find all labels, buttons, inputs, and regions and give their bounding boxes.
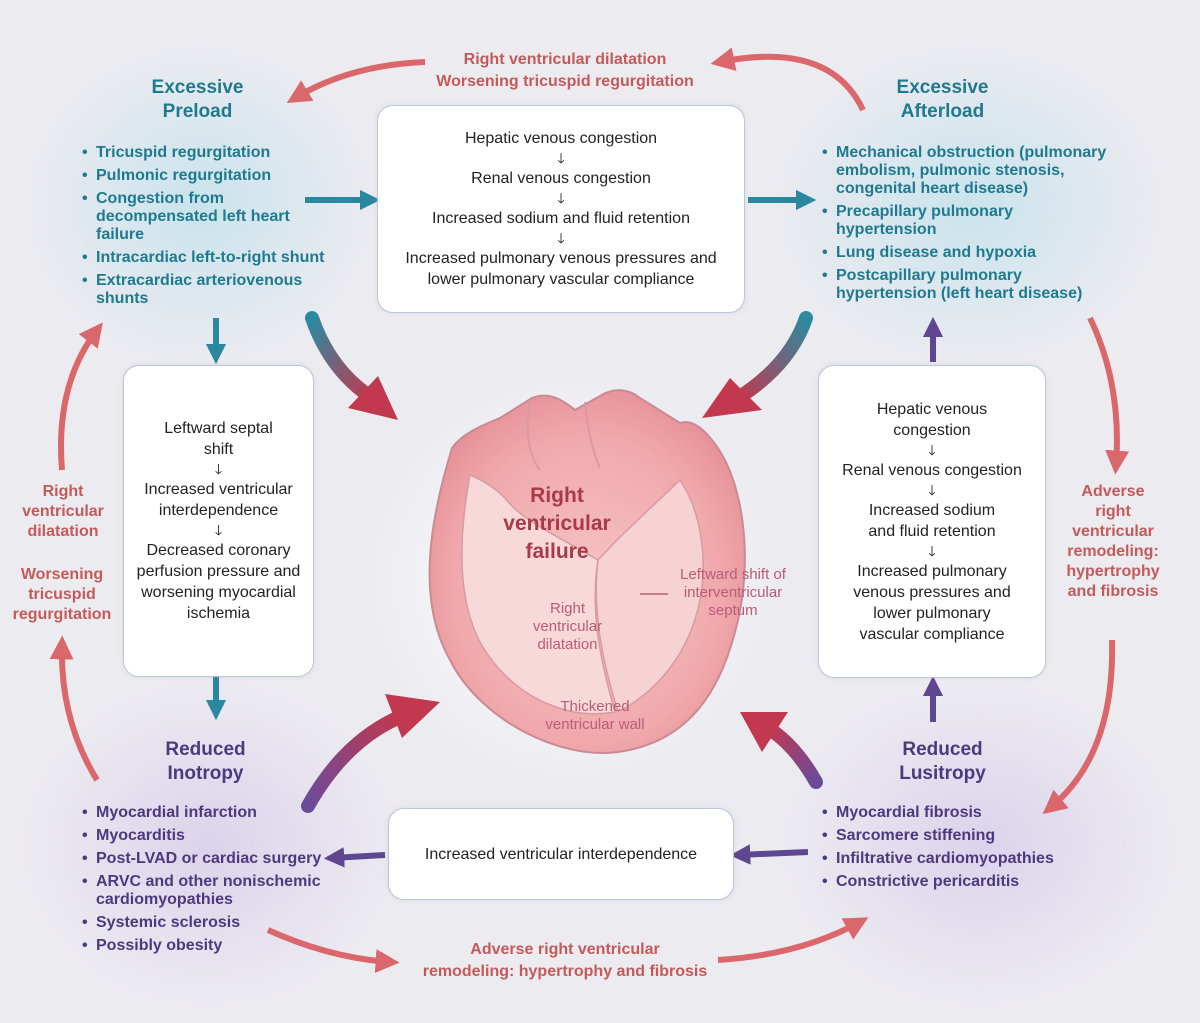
down-arrow-icon: 🡓 [557,190,565,206]
right-step-4: Increased pulmonary venous pressures and… [853,562,1011,643]
heart-wall-label: Thickened ventricular wall [545,698,645,733]
inotropy-list: Myocardial infarction Myocarditis Post-L… [82,804,332,960]
list-item: Mechanical obstruction (pulmonary emboli… [822,144,1107,198]
arrow-top-left-curve [286,59,426,103]
bottom-flow-box: Increased ventricular interdependence [388,808,734,900]
down-arrow-icon: 🡓 [214,522,223,538]
afterload-title: Excessive Afterload [896,77,989,122]
left-step-3: Decreased coronary perfusion pressure an… [136,542,301,622]
list-item: Post-LVAD or cardiac surgery [82,850,332,868]
list-item: Precapillary pulmonary hypertension [822,203,1107,239]
left-step-1: Leftward septal shift [164,420,273,458]
down-arrow-icon: 🡓 [557,230,565,246]
list-item: Myocardial infarction [82,804,332,822]
arrow-inotropy-to-heart [301,694,440,813]
down-arrow-icon: 🡓 [557,150,565,166]
list-item: Myocarditis [82,827,332,845]
list-item: Extracardiac arteriovenous shunts [82,272,332,308]
down-arrow-icon: 🡓 [928,441,936,458]
arrow-right-down [1087,316,1130,475]
lusitropy-list: Myocardial fibrosis Sarcomere stiffening… [822,804,1082,896]
arrow-bottombox-left [323,847,386,868]
list-item: Constrictive pericarditis [822,873,1082,891]
label-bottom-1: Adverse right ventricular [470,941,660,958]
list-item: Intracardiac left-to-right shunt [82,249,332,267]
list-item: Possibly obesity [82,937,332,955]
arrow-bottom-right [717,917,869,963]
top-step-2: Renal venous congestion [471,170,651,187]
arrow-top-curve [710,47,866,112]
list-item: Postcapillary pulmonary hypertension (le… [822,267,1107,303]
label-left-dilatation: Right ventricular dilatation [22,483,104,540]
list-item: Infiltrative cardiomyopathies [822,850,1082,868]
list-item: ARVC and other nonischemic cardiomyopath… [82,873,332,909]
top-step-1: Hepatic venous congestion [464,130,658,147]
list-item: Lung disease and hypoxia [822,244,1107,262]
preload-list: Tricuspid regurgitation Pulmonic regurgi… [82,144,332,313]
arrow-afterload-to-heart [702,311,813,418]
left-step-2: Increased ventricular interdependence [144,481,293,519]
list-item: Sarcomere stiffening [822,827,1082,845]
top-step-4: Increased pulmonary venous pressures and… [405,250,717,288]
heart-illustration [428,389,746,754]
right-step-3: Increased sodium and fluid retention [868,501,996,540]
arrow-left-lower [49,635,100,782]
lusitropy-title: Reduced Lusitropy [899,739,986,784]
arrow-right-lower [1042,639,1116,815]
label-top-1: Right ventricular dilatation [463,51,667,68]
list-item: Congestion from decompensated left heart… [82,190,332,244]
afterload-list: Mechanical obstruction (pulmonary emboli… [822,144,1107,308]
down-arrow-icon: 🡓 [214,461,223,477]
down-arrow-icon: 🡓 [928,481,936,498]
right-step-2: Renal venous congestion [842,461,1022,479]
list-item: Tricuspid regurgitation [82,144,332,162]
arrow-lusitropy-left [729,844,809,865]
label-left-tricuspid: Worsening tricuspid regurgitation [12,566,112,623]
arrow-left-up [58,322,103,471]
list-item: Myocardial fibrosis [822,804,1082,822]
preload-title: Excessive Preload [151,77,244,122]
right-flow-box: Hepatic venous congestion 🡓 Renal venous… [818,365,1046,678]
bottom-step: Increased ventricular interdependence [424,845,698,863]
label-right-remodeling: Adverse right ventricular remodeling: hy… [1066,483,1160,600]
heart-septum-label: Leftward shift of interventricular septu… [680,566,786,619]
left-flow-box: Leftward septal shift 🡓 Increased ventri… [123,365,314,677]
label-top-2: Worsening tricuspid regurgitation [436,73,694,90]
heart-title: Right ventricular failure [503,484,611,563]
inotropy-title: Reduced Inotropy [165,739,246,784]
arrow-lusitropy-to-heart [740,712,823,789]
down-arrow-icon: 🡓 [928,542,936,559]
arrow-preload-to-heart [305,311,398,420]
list-item: Systemic sclerosis [82,914,332,932]
top-flow-box: Hepatic venous congestion 🡓 Renal venous… [377,105,745,313]
heart-dilatation-label: Right ventricular dilatation [532,600,603,653]
top-step-3: Increased sodium and fluid retention [432,210,690,227]
right-step-1: Hepatic venous congestion [876,400,988,439]
list-item: Pulmonic regurgitation [82,167,332,185]
label-bottom-2: remodeling: hypertrophy and fibrosis [422,963,708,980]
